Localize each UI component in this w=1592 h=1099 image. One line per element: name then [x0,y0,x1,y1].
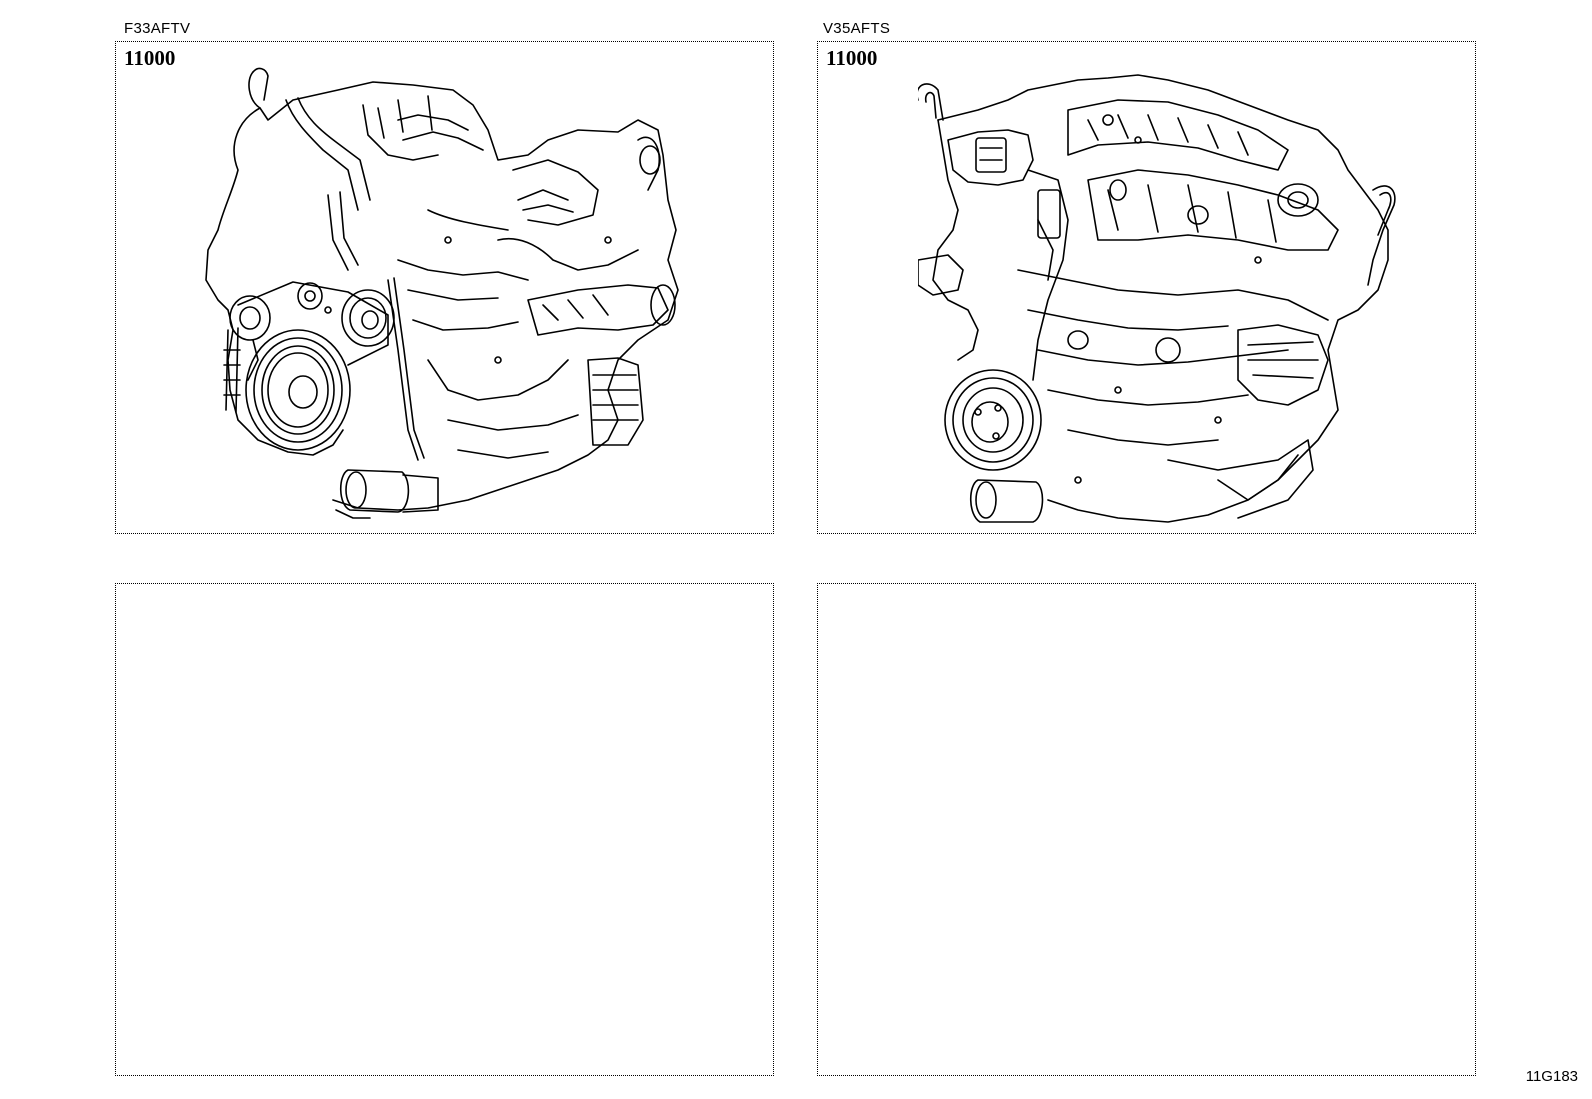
parts-panel-2[interactable]: 11000 [817,41,1476,534]
parts-panel-3[interactable] [115,583,774,1076]
parts-panel-4[interactable] [817,583,1476,1076]
sheet-code: 11G183 [1525,1068,1578,1085]
engine-assembly-illustration[interactable] [918,60,1418,530]
part-number[interactable]: 11000 [826,46,878,70]
engine-code-label: F33AFTV [124,20,191,37]
part-number[interactable]: 11000 [124,46,176,70]
parts-panel-1[interactable]: 11000 [115,41,774,534]
engine-code-label: V35AFTS [823,20,891,37]
engine-assembly-illustration[interactable] [198,60,708,524]
